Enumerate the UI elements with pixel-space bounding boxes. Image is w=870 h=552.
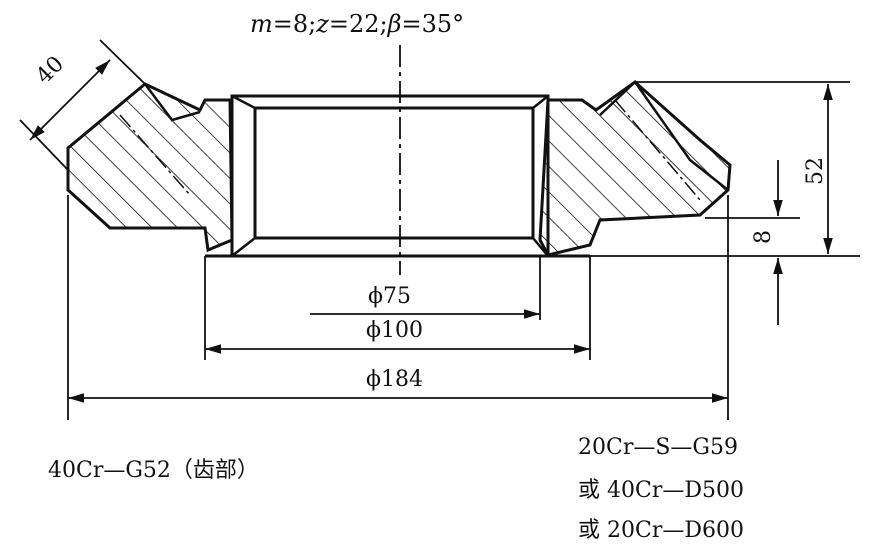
- left-gear-section: [66, 82, 234, 253]
- dim-d100-label: ϕ100: [366, 318, 423, 343]
- dim-step-label: 8: [751, 230, 776, 244]
- dim-face-width-label: 40: [32, 52, 69, 89]
- dim-face-width-line: [29, 59, 111, 141]
- right-tooth-face: [599, 80, 729, 191]
- material-note-right-3: 或 20Cr—D600: [578, 518, 744, 543]
- dim-d75-label: ϕ75: [368, 284, 411, 309]
- material-note-left: 40Cr—G52（齿部）: [48, 458, 259, 483]
- dim-d184-label: ϕ184: [366, 367, 423, 392]
- gear-parameters: m=8;z=22;β=35°: [250, 10, 465, 38]
- material-note-right-2: 或 40Cr—D500: [578, 478, 744, 503]
- bore-inner: [253, 106, 535, 240]
- material-note-right-1: 20Cr—S—G59: [578, 435, 738, 460]
- dim-height-label: 52: [803, 157, 828, 185]
- left-tooth-face: [144, 83, 201, 122]
